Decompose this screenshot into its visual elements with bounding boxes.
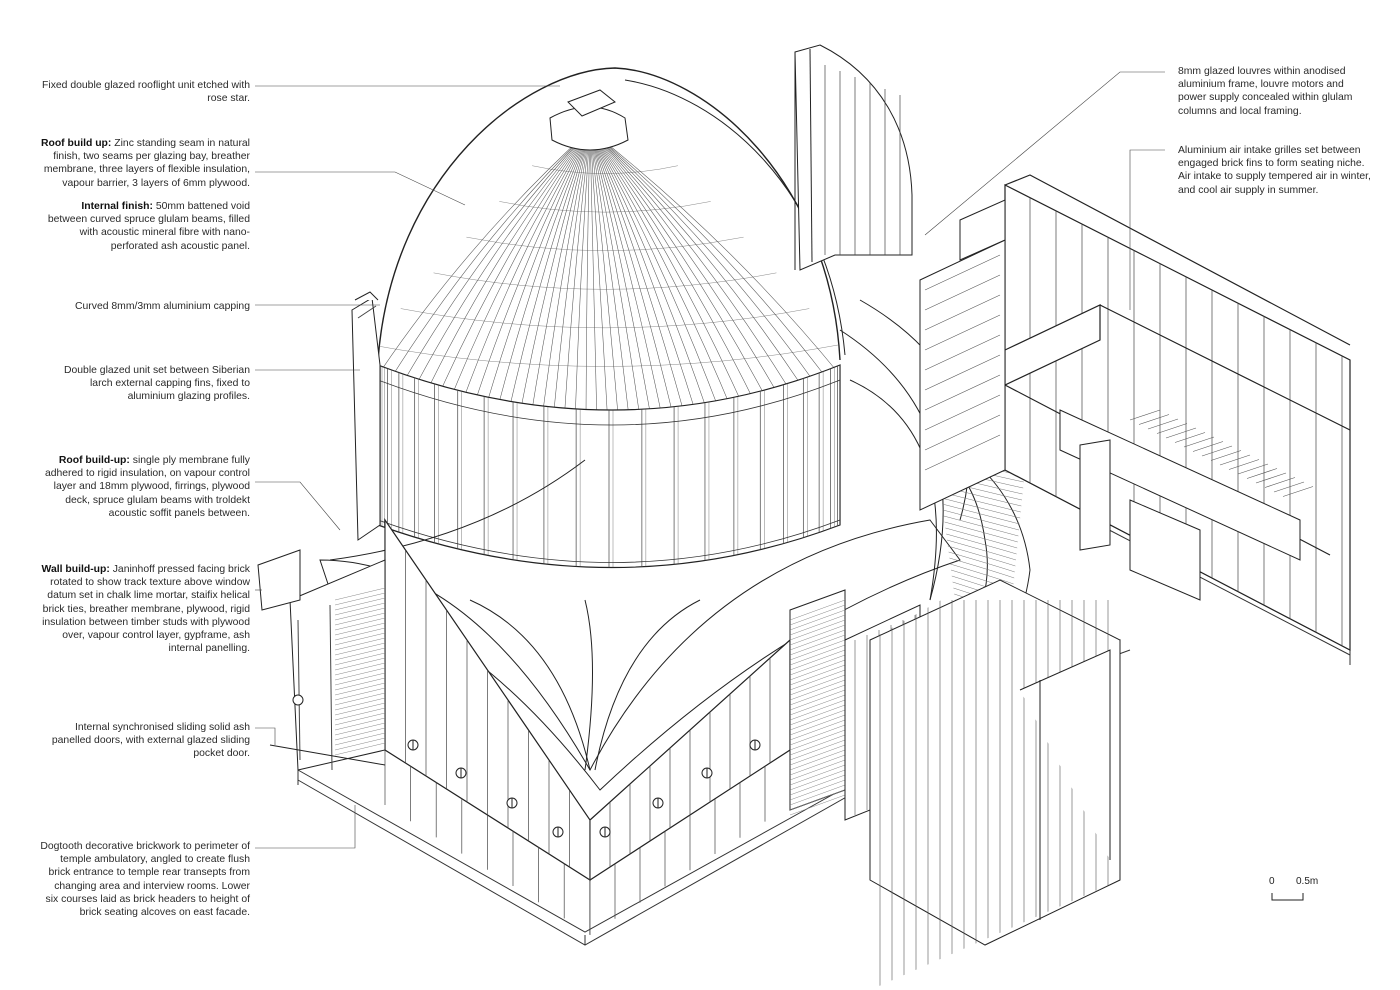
note-rooflight: Fixed double glazed rooflight unit etche… (42, 80, 250, 105)
note-air-intake: Aluminium air intake grilles set between… (1178, 145, 1371, 196)
note-roof-buildup-zinc: Roof build up: Zinc standing seam in nat… (40, 138, 250, 189)
rooflight (549, 89, 629, 151)
leader-lines (255, 71, 1165, 849)
note-dogtooth: Dogtooth decorative brickwork to perimet… (40, 841, 250, 919)
note-louvres: 8mm glazed louvres within anodised alumi… (1178, 66, 1353, 117)
rear-louvre-wall (794, 44, 913, 271)
lower-right-block (869, 579, 1121, 990)
left-wall-block (257, 549, 386, 771)
note-sliding-doors: Internal synchronised sliding solid ash … (51, 722, 250, 760)
note-internal-finish: Internal finish: 50mm battened void betw… (47, 201, 250, 252)
note-capping: Curved 8mm/3mm aluminium capping (75, 301, 250, 312)
note-roof-buildup-membrane: Roof build-up: single ply membrane fully… (44, 455, 250, 519)
stair-block (919, 199, 1314, 601)
scale-bar (1271, 893, 1304, 901)
note-wall-buildup: Wall build-up: Janinhoff pressed facing … (41, 564, 250, 655)
note-glazed-unit: Double glazed unit set between Siberian … (63, 365, 250, 403)
scale-label-zero: 0 (1269, 876, 1275, 887)
left-parapet (351, 291, 381, 541)
scale-label-max: 0.5m (1296, 876, 1319, 887)
